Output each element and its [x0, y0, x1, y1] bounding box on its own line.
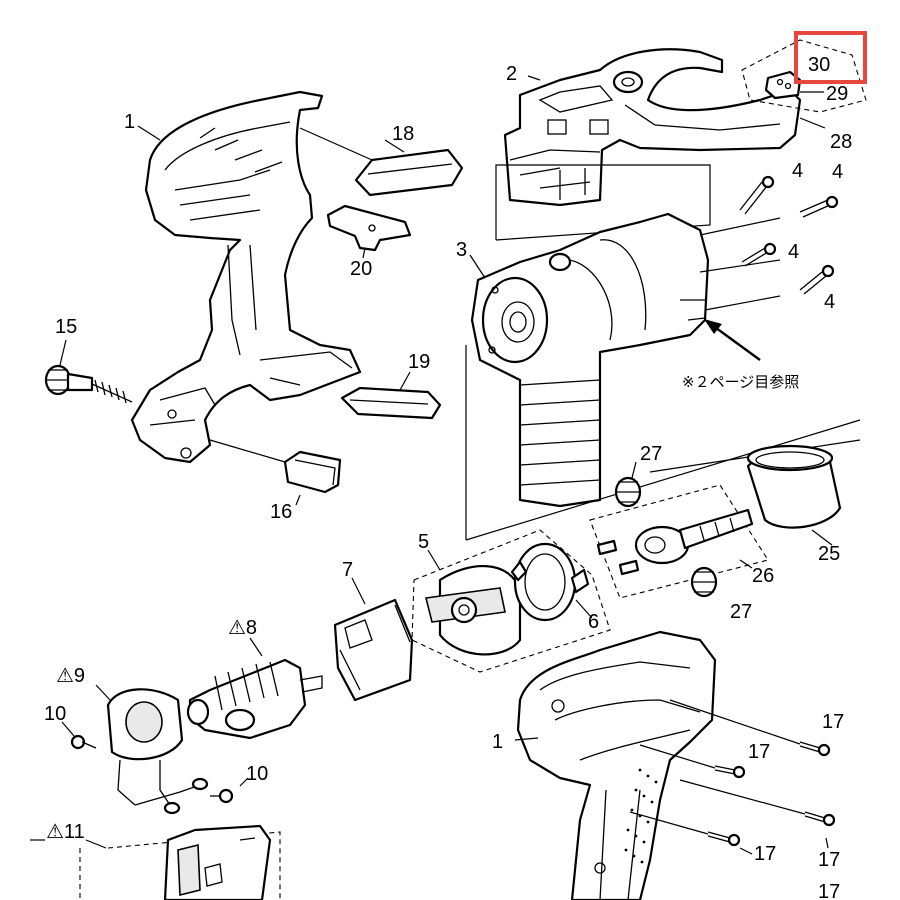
- label-part-27-bottom: 27: [730, 601, 752, 623]
- part-29-nut: [764, 70, 802, 100]
- part-9-brush-holder: [106, 688, 209, 815]
- label-part-8: ⚠8: [228, 617, 257, 639]
- label-part-29: 29: [826, 83, 848, 105]
- housing-left-half: [130, 90, 362, 464]
- label-part-19: 19: [408, 351, 430, 373]
- part-20-plate: [326, 204, 412, 252]
- label-part-18: 18: [392, 123, 414, 145]
- label-part-4-b: 4: [832, 161, 843, 183]
- part-27-gear-bottom: [690, 566, 718, 598]
- part-4-screws: [739, 175, 839, 295]
- housing-right-half: [516, 630, 717, 900]
- part-15-screw: [44, 364, 133, 404]
- part-17-screws: [707, 741, 836, 847]
- part-25-ring-gear: [746, 444, 842, 529]
- label-part-17-b: 17: [748, 741, 770, 763]
- part-8-armature: [186, 658, 323, 740]
- part-7-magnet-ring: [333, 598, 414, 702]
- label-part-3: 3: [456, 239, 467, 261]
- label-part-4-d: 4: [824, 291, 835, 313]
- part-27-gear-top: [614, 476, 642, 508]
- part-19-pad: [340, 386, 442, 420]
- label-part-26: 26: [752, 565, 774, 587]
- part-11-switch: [163, 824, 272, 900]
- page-reference-note: ※２ページ目参照: [682, 373, 799, 391]
- label-part-27-top: 27: [640, 443, 662, 465]
- part-16-clip: [283, 450, 342, 494]
- label-part-5: 5: [418, 531, 429, 553]
- label-part-15: 15: [55, 316, 77, 338]
- label-part-9: ⚠9: [56, 665, 85, 687]
- label-part-17-e: 17: [818, 881, 840, 900]
- part-3-gear-housing: [470, 212, 710, 508]
- part-2-bracket: [503, 48, 802, 207]
- label-part-16: 16: [270, 501, 292, 523]
- label-part-10-right: 10: [246, 763, 268, 785]
- label-part-11: ⚠11: [46, 821, 85, 843]
- label-part-28: 28: [830, 131, 852, 153]
- part-30-highlight-box: [794, 31, 867, 84]
- label-part-25: 25: [818, 543, 840, 565]
- reference-arrow: [704, 319, 761, 361]
- part-6-ring: [510, 542, 590, 622]
- part-5-plate: [425, 564, 522, 656]
- label-part-6: 6: [588, 611, 599, 633]
- label-part-7: 7: [342, 559, 353, 581]
- label-part-17-c: 17: [754, 843, 776, 865]
- label-part-4-a: 4: [792, 160, 803, 182]
- label-part-1-left: 1: [124, 111, 135, 133]
- label-part-1-right: 1: [492, 731, 503, 753]
- label-part-17-d: 17: [818, 849, 840, 871]
- label-part-4-c: 4: [788, 241, 799, 263]
- part-26-shaft: [596, 508, 754, 576]
- label-part-2: 2: [506, 63, 517, 85]
- part-10-screws: [70, 734, 234, 804]
- part-18-pad: [354, 148, 464, 197]
- label-part-30: 30: [808, 54, 830, 76]
- label-part-20: 20: [350, 258, 372, 280]
- label-part-10-left: 10: [44, 703, 66, 725]
- label-part-17-a: 17: [822, 711, 844, 733]
